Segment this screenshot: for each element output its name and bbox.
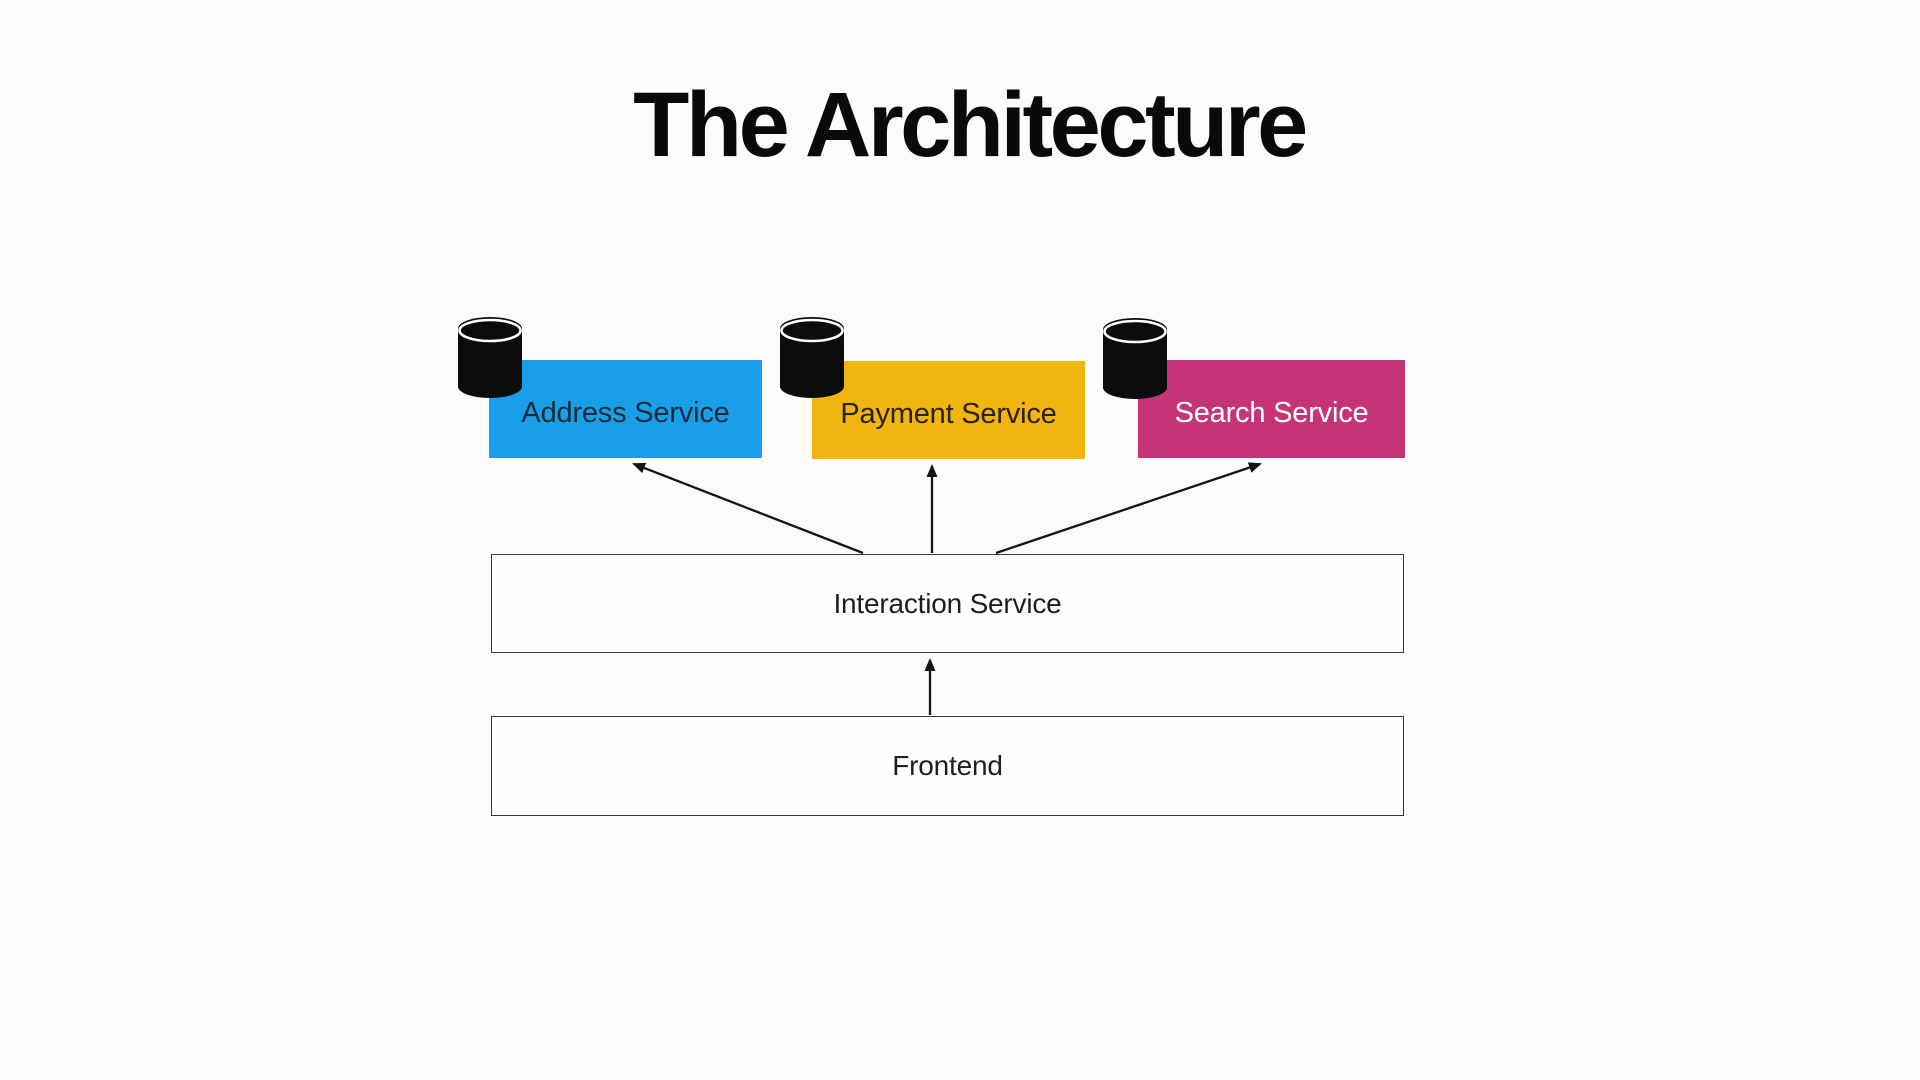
service-label-search: Search Service bbox=[1174, 396, 1369, 429]
database-cylinder-icon bbox=[780, 317, 844, 398]
database-ring bbox=[1103, 319, 1167, 344]
service-box-payment: Payment Service bbox=[812, 361, 1085, 459]
arrow-interaction-to-address bbox=[632, 462, 864, 555]
service-box-address: Address Service bbox=[489, 360, 762, 458]
frontend-box: Frontend bbox=[491, 716, 1404, 816]
database-body bbox=[780, 317, 844, 398]
interaction-service-box: Interaction Service bbox=[491, 554, 1404, 653]
frontend-label: Frontend bbox=[892, 750, 1003, 781]
service-label-address: Address Service bbox=[521, 396, 730, 429]
database-cylinder-icon bbox=[1103, 318, 1167, 399]
interaction-service-label: Interaction Service bbox=[833, 587, 1062, 619]
database-ring bbox=[458, 318, 522, 343]
database-cylinder-icon bbox=[458, 317, 522, 398]
arrow-interaction-to-search bbox=[995, 462, 1262, 555]
service-box-search: Search Service bbox=[1138, 360, 1405, 458]
database-ring bbox=[780, 318, 844, 343]
database-body bbox=[1103, 318, 1167, 399]
service-label-payment: Payment Service bbox=[840, 397, 1057, 430]
database-body bbox=[458, 317, 522, 398]
page-title: The Architecture bbox=[633, 74, 1308, 176]
